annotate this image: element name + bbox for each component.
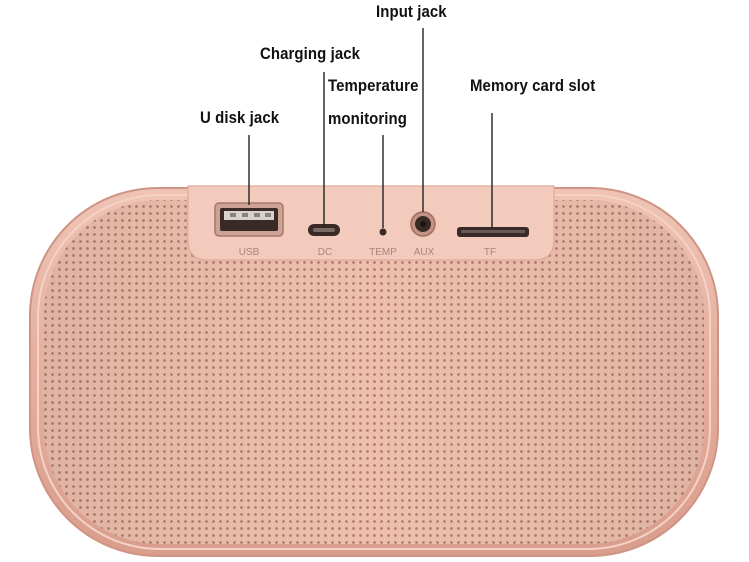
temp-label: TEMP	[369, 247, 397, 258]
aux-label: AUX	[414, 247, 435, 258]
dc-label: DC	[318, 247, 332, 258]
callout-u-disk-jack: U disk jack	[200, 108, 280, 127]
tf-slot	[457, 227, 529, 237]
temp-sensor	[379, 228, 387, 236]
usb-port	[214, 202, 284, 237]
callout-monitoring: monitoring	[328, 109, 407, 128]
callout-charging-jack: Charging jack	[260, 44, 361, 63]
callout-input-jack: Input jack	[376, 2, 447, 21]
speaker-grille-shade	[44, 200, 704, 544]
callout-memory-card-slot: Memory card slot	[470, 76, 596, 95]
usb-label: USB	[239, 247, 260, 258]
dc-port	[308, 224, 340, 236]
tf-label: TF	[484, 247, 496, 258]
aux-jack	[410, 211, 436, 237]
callout-temperature: Temperature	[328, 76, 419, 95]
